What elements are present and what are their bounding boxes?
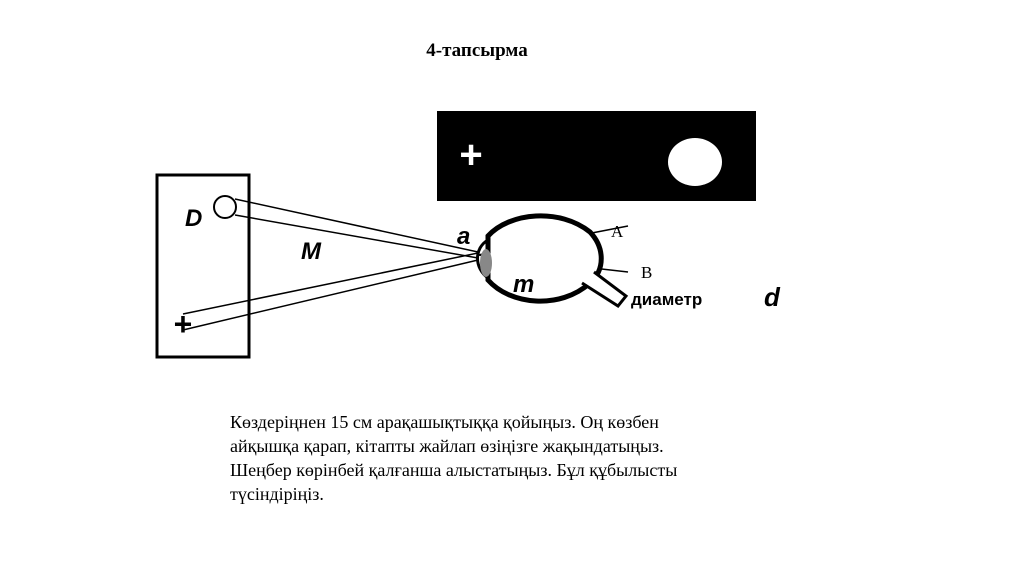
label-m: m (513, 271, 534, 298)
instructions-line: Шеңбер көрінбей қалғанша алыстатыңыз. Бұ… (230, 460, 678, 480)
instructions-text: Көздеріңнен 15 см арақашықтыққа қойыңыз.… (230, 410, 790, 506)
label-A: A (611, 222, 624, 241)
optic-nerve (581, 270, 629, 308)
eyeball-outline (485, 213, 604, 304)
page-title-text: 4-тапсырма (426, 40, 528, 61)
instructions-line: Көздеріңнен 15 см арақашықтыққа қойыңыз.… (230, 412, 659, 432)
card-plus-sign: + (174, 306, 193, 342)
ray-cross-upper (182, 252, 479, 315)
eyeball (476, 213, 629, 308)
label-a: a (457, 223, 470, 250)
label-M: M (301, 238, 322, 265)
ray-circle-upper (234, 198, 479, 253)
blind-spot-diagram: + D M + a m A B диаметр d (155, 111, 781, 359)
ray-circle-lower (234, 214, 479, 259)
label-d: d (764, 282, 781, 312)
instructions-line: түсіндіріңіз. (230, 484, 324, 504)
ray-cross-lower (182, 259, 479, 331)
label-D: D (185, 205, 202, 232)
strip-white-circle (668, 138, 722, 186)
label-B: B (641, 263, 652, 282)
lens (480, 249, 492, 277)
instructions-line: айқышқа қарап, кітапты жайлап өзіңізге ж… (230, 436, 664, 456)
page-title: 4-тапсырма (0, 40, 1024, 62)
card-circle (213, 195, 237, 219)
label-diameter: диаметр (631, 290, 702, 309)
strip-plus-sign: + (459, 133, 482, 177)
